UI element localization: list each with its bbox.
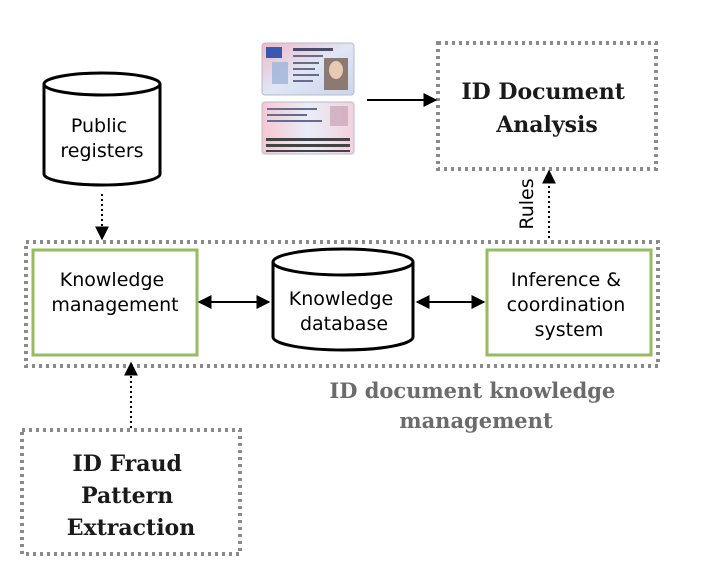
group-label: ID document knowledge management — [329, 378, 622, 433]
inference-coordination-label: Inference & coordination system — [507, 269, 632, 341]
knowledge-management-label: Knowledge management — [51, 269, 178, 316]
id-fraud-pattern-extraction-label: ID Fraud Pattern Extraction — [67, 451, 195, 541]
knowledge-management-box — [31, 248, 199, 357]
public-registers-label: Public registers — [60, 115, 143, 162]
rules-label: Rules — [516, 178, 538, 229]
id-card-icon — [261, 42, 355, 155]
knowledge-management-group-box — [24, 240, 660, 368]
public-registers-cylinder: Public registers — [42, 71, 162, 187]
inference-coordination-box — [485, 248, 653, 357]
knowledge-database-label: Knowledge database — [289, 288, 400, 335]
id-fraud-pattern-extraction-box — [20, 428, 242, 556]
id-document-analysis-label: ID Document Analysis — [461, 79, 632, 138]
knowledge-database-cylinder: Knowledge database — [271, 247, 415, 352]
id-document-analysis-box — [436, 41, 658, 171]
